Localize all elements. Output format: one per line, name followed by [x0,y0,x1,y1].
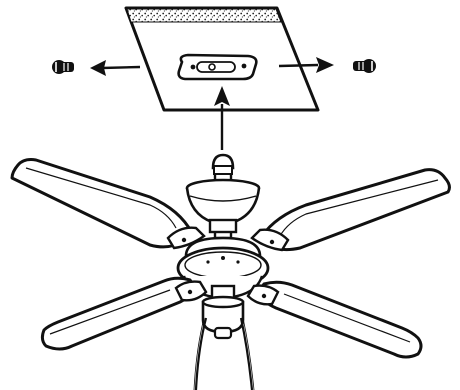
screw-icon [353,59,376,73]
canopy-icon [185,178,261,234]
screw-icon [52,60,74,74]
fan-blade-icon [250,168,451,252]
ceiling-plate-icon [124,6,320,112]
fan-blade-icon [40,276,208,351]
fan-blade-icon [246,280,423,359]
arrow-icon [278,57,334,73]
arrow-icon [214,86,230,150]
arrow-icon [90,60,141,76]
mounting-bracket-icon [177,53,258,81]
fan-blade-icon [10,158,206,250]
pull-chain-icon [193,317,255,390]
